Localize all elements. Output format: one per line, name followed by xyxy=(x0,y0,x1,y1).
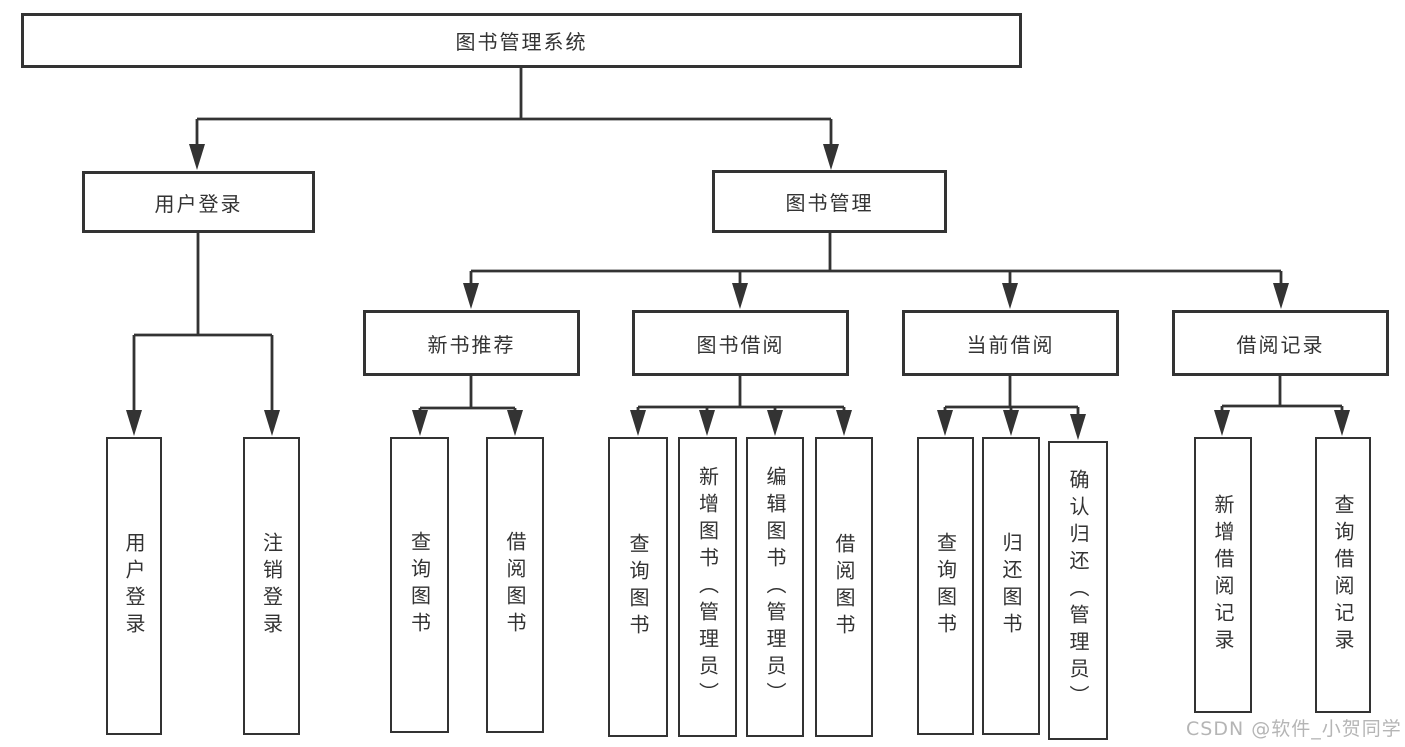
node-new-book-recommend: 新书推荐 xyxy=(363,310,580,376)
node-label: 编辑图书（管理员） xyxy=(763,465,787,709)
node-label: 用户登录 xyxy=(154,191,243,216)
node-label: 借阅图书 xyxy=(832,533,856,641)
node-book-borrow: 图书借阅 xyxy=(632,310,849,376)
node-label: 查询图书 xyxy=(626,533,650,641)
node-label: 查询借阅记录 xyxy=(1331,494,1355,656)
node-label: 查询图书 xyxy=(933,532,958,640)
leaf-add-borrow-record: 新增借阅记录 xyxy=(1194,437,1252,713)
node-label: 新增借阅记录 xyxy=(1211,494,1235,656)
leaf-query-books-recommend: 查询图书 xyxy=(390,437,449,733)
node-user-login: 用户登录 xyxy=(82,171,315,233)
leaf-add-book-admin: 新增图书（管理员） xyxy=(678,437,737,737)
node-label: 归还图书 xyxy=(999,532,1023,640)
leaf-logout: 注销登录 xyxy=(243,437,300,735)
node-borrow-record: 借阅记录 xyxy=(1172,310,1389,376)
leaf-query-borrow-record: 查询借阅记录 xyxy=(1315,437,1371,713)
node-label: 借阅图书 xyxy=(503,531,527,639)
node-label: 查询图书 xyxy=(407,531,432,639)
node-label: 图书管理 xyxy=(785,191,874,215)
node-label: 注销登录 xyxy=(259,532,284,640)
leaf-borrow-books: 借阅图书 xyxy=(815,437,873,737)
node-label: 图书管理系统 xyxy=(455,30,588,54)
node-book-management: 图书管理 xyxy=(712,170,947,233)
watermark: CSDN @软件_小贺同学 xyxy=(1186,718,1402,740)
leaf-borrow-books-recommend: 借阅图书 xyxy=(486,437,544,733)
leaf-edit-book-admin: 编辑图书（管理员） xyxy=(746,437,804,737)
node-label: 新增图书（管理员） xyxy=(695,465,720,709)
leaf-user-login: 用户登录 xyxy=(106,437,162,735)
node-label: 新书推荐 xyxy=(427,332,516,357)
leaf-query-books-borrow: 查询图书 xyxy=(608,437,668,737)
leaf-query-books-current: 查询图书 xyxy=(917,437,974,735)
node-label: 用户登录 xyxy=(122,532,146,640)
node-label: 确认归还（管理员） xyxy=(1066,469,1090,712)
leaf-confirm-return-admin: 确认归还（管理员） xyxy=(1048,441,1108,740)
leaf-return-book: 归还图书 xyxy=(982,437,1040,735)
node-current-borrow: 当前借阅 xyxy=(902,310,1119,376)
node-label: 当前借阅 xyxy=(966,332,1055,357)
node-root: 图书管理系统 xyxy=(21,13,1022,68)
node-label: 图书借阅 xyxy=(696,332,785,357)
node-label: 借阅记录 xyxy=(1236,332,1325,357)
